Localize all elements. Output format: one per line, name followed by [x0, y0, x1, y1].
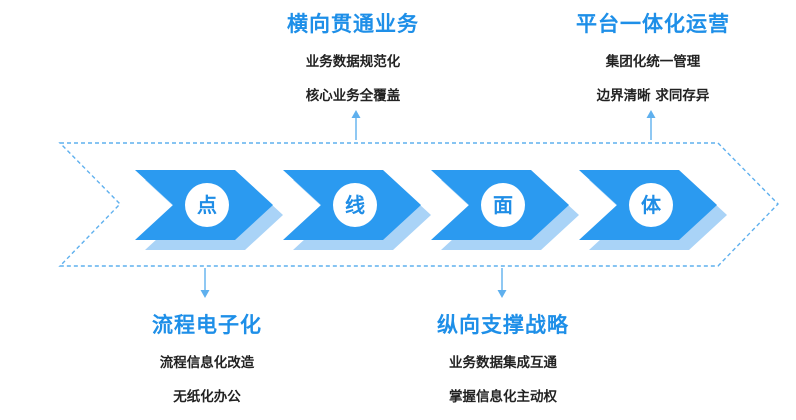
block-line: 业务数据规范化	[305, 54, 401, 70]
block-line: 掌握信息化主动权	[449, 389, 557, 405]
stage-label-1: 点	[197, 193, 217, 217]
stage-circle-2	[333, 183, 377, 227]
stage-circle-1	[185, 183, 229, 227]
block-title: 平台一体化运营	[576, 12, 730, 36]
stage-circle-4	[629, 183, 673, 227]
stage-circle-3	[481, 183, 525, 227]
dashed-outline-arrow	[58, 142, 779, 267]
connector-bottom-2	[497, 268, 507, 298]
block-title: 纵向支撑战略	[437, 313, 569, 337]
bottom-block-process: 流程电子化 流程信息化改造 无纸化办公	[92, 309, 322, 405]
block-title: 横向贯通业务	[287, 12, 419, 36]
connector-top-1	[351, 110, 361, 140]
top-block-platform: 平台一体化运营 集团化统一管理 边界清晰 求同存异	[538, 8, 768, 104]
connector-top-2	[646, 110, 656, 140]
block-line: 无纸化办公	[173, 389, 241, 405]
stage-label-3: 面	[493, 193, 513, 217]
connector-bottom-1	[200, 268, 210, 298]
stage-label-2: 线	[345, 193, 365, 217]
bottom-block-vertical: 纵向支撑战略 业务数据集成互通 掌握信息化主动权	[388, 309, 618, 405]
block-line: 集团化统一管理	[605, 54, 701, 70]
block-line: 流程信息化改造	[159, 355, 255, 371]
stage-label-4: 体	[641, 193, 662, 217]
block-line: 业务数据集成互通	[449, 355, 557, 371]
top-block-horizontal: 横向贯通业务 业务数据规范化 核心业务全覆盖	[238, 8, 468, 104]
block-line: 核心业务全覆盖	[305, 88, 401, 104]
block-title: 流程电子化	[152, 313, 262, 337]
block-line: 边界清晰 求同存异	[596, 88, 710, 104]
